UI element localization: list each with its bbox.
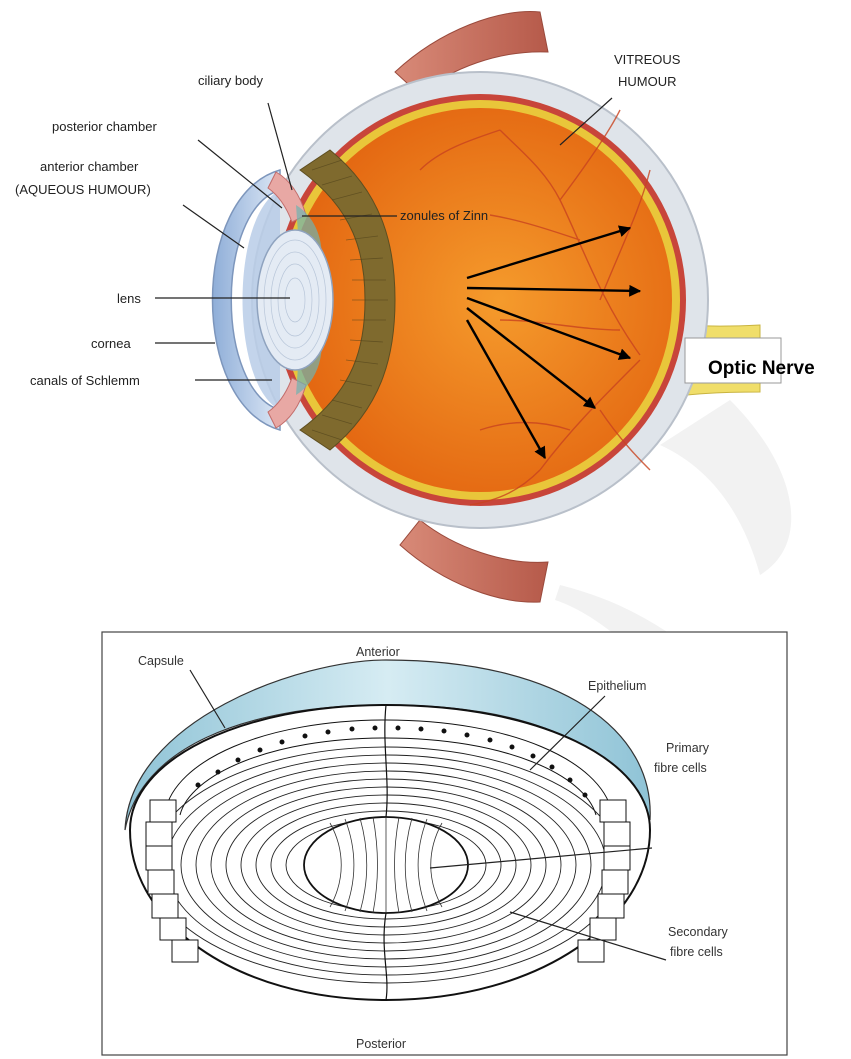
label-anterior-chamber: anterior chamber (40, 159, 139, 174)
label-canals-of-schlemm: canals of Schlemm (30, 373, 140, 388)
eye-diagram: ciliary body posterior chamber anterior … (15, 12, 815, 603)
label-cornea: cornea (91, 336, 132, 351)
label-secondary-1: Secondary (668, 925, 729, 939)
label-anterior: Anterior (356, 645, 400, 659)
label-humour: HUMOUR (618, 74, 677, 89)
label-lens: lens (117, 291, 141, 306)
label-primary-1: Primary (666, 741, 710, 755)
label-posterior-chamber: posterior chamber (52, 119, 157, 134)
label-optic-nerve: Optic Nerve (708, 358, 815, 379)
lens-diagram: Anterior Posterior Capsule Epithelium Pr… (102, 632, 787, 1055)
eye-lens (257, 230, 333, 370)
label-zonules-of-zinn: zonules of Zinn (400, 208, 488, 223)
label-primary-2: fibre cells (654, 761, 707, 775)
label-epithelium: Epithelium (588, 679, 646, 693)
label-aqueous-humour: (AQUEOUS HUMOUR) (15, 182, 151, 197)
label-capsule: Capsule (138, 654, 184, 668)
lower-muscle (400, 520, 548, 602)
watermark-swoosh (660, 400, 791, 575)
label-vitreous: VITREOUS (614, 52, 681, 67)
label-ciliary-body: ciliary body (198, 73, 264, 88)
label-posterior: Posterior (356, 1037, 406, 1051)
label-secondary-2: fibre cells (670, 945, 723, 959)
